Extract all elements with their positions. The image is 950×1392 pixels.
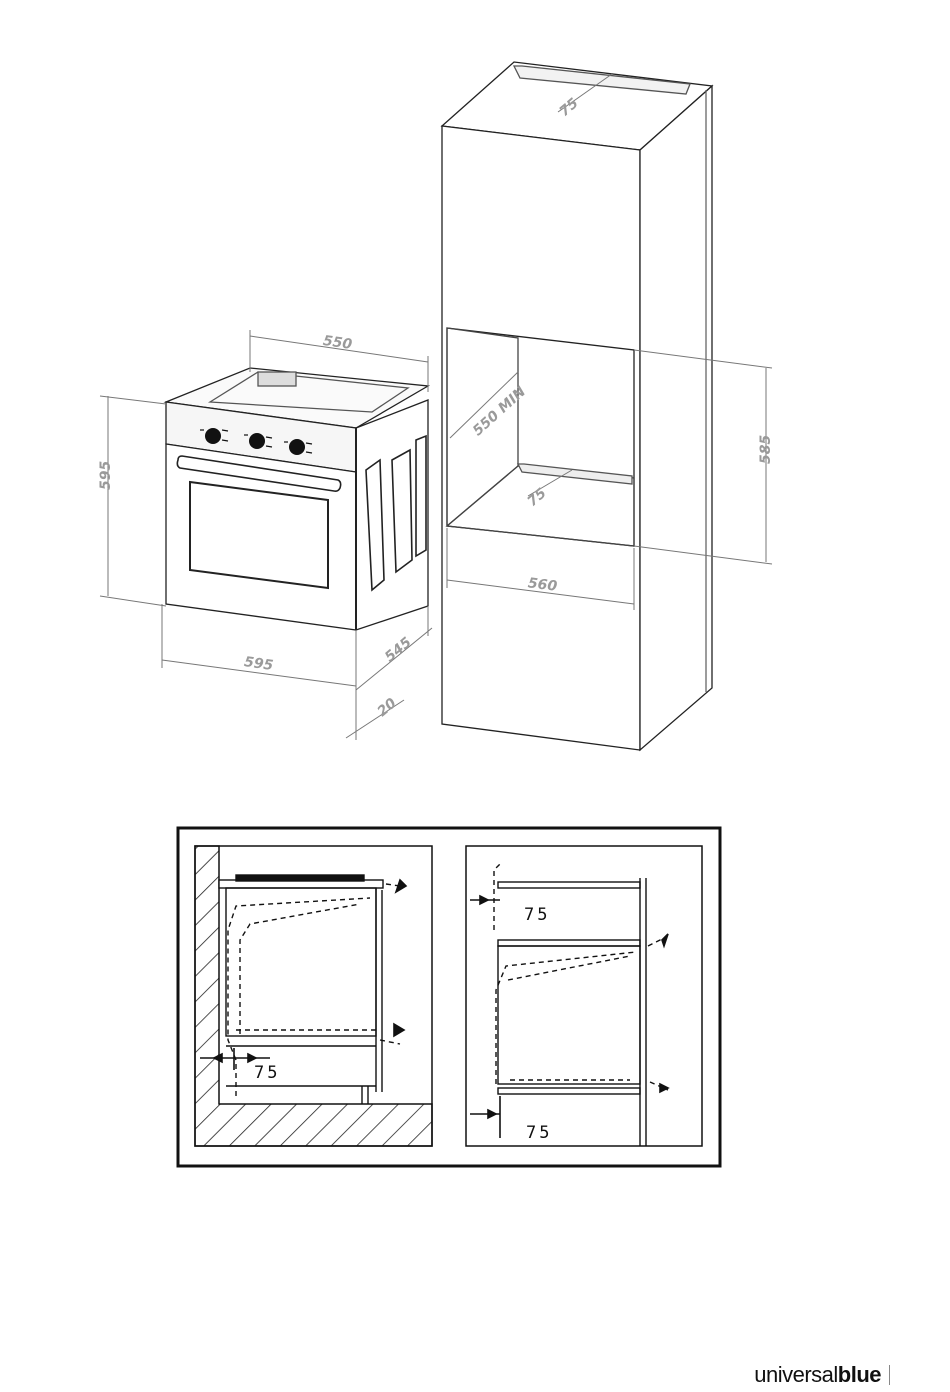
brand-prefix: universal [754, 1362, 838, 1387]
cabinet-niche-front [447, 328, 634, 546]
oven-knob [205, 428, 221, 444]
brand-logo: universalblue [754, 1362, 890, 1388]
oven-side [356, 400, 428, 630]
oven-top-panel [258, 372, 296, 386]
left-gap-label: 75 [254, 1063, 280, 1083]
brand-divider [889, 1365, 890, 1385]
oven-height-label: 595 [98, 461, 114, 490]
cabinet-side [640, 86, 712, 750]
ventilation-left-panel: 75 [195, 846, 432, 1146]
ventilation-right-panel: 75 75 [466, 846, 702, 1146]
brand-suffix: blue [838, 1362, 881, 1387]
right-bottom-gap-label: 75 [526, 1123, 552, 1143]
oven-side-depth-label: 545 [382, 634, 415, 665]
oven-knob [249, 433, 265, 449]
right-top-gap-label: 75 [524, 905, 550, 925]
hob [236, 875, 364, 881]
oven-window [190, 482, 328, 588]
oven-top-depth-label: 550 [322, 333, 353, 353]
oven-illustration [166, 368, 428, 630]
cabinet-niche-height-label: 585 [758, 435, 774, 464]
oven-knob [289, 439, 305, 455]
